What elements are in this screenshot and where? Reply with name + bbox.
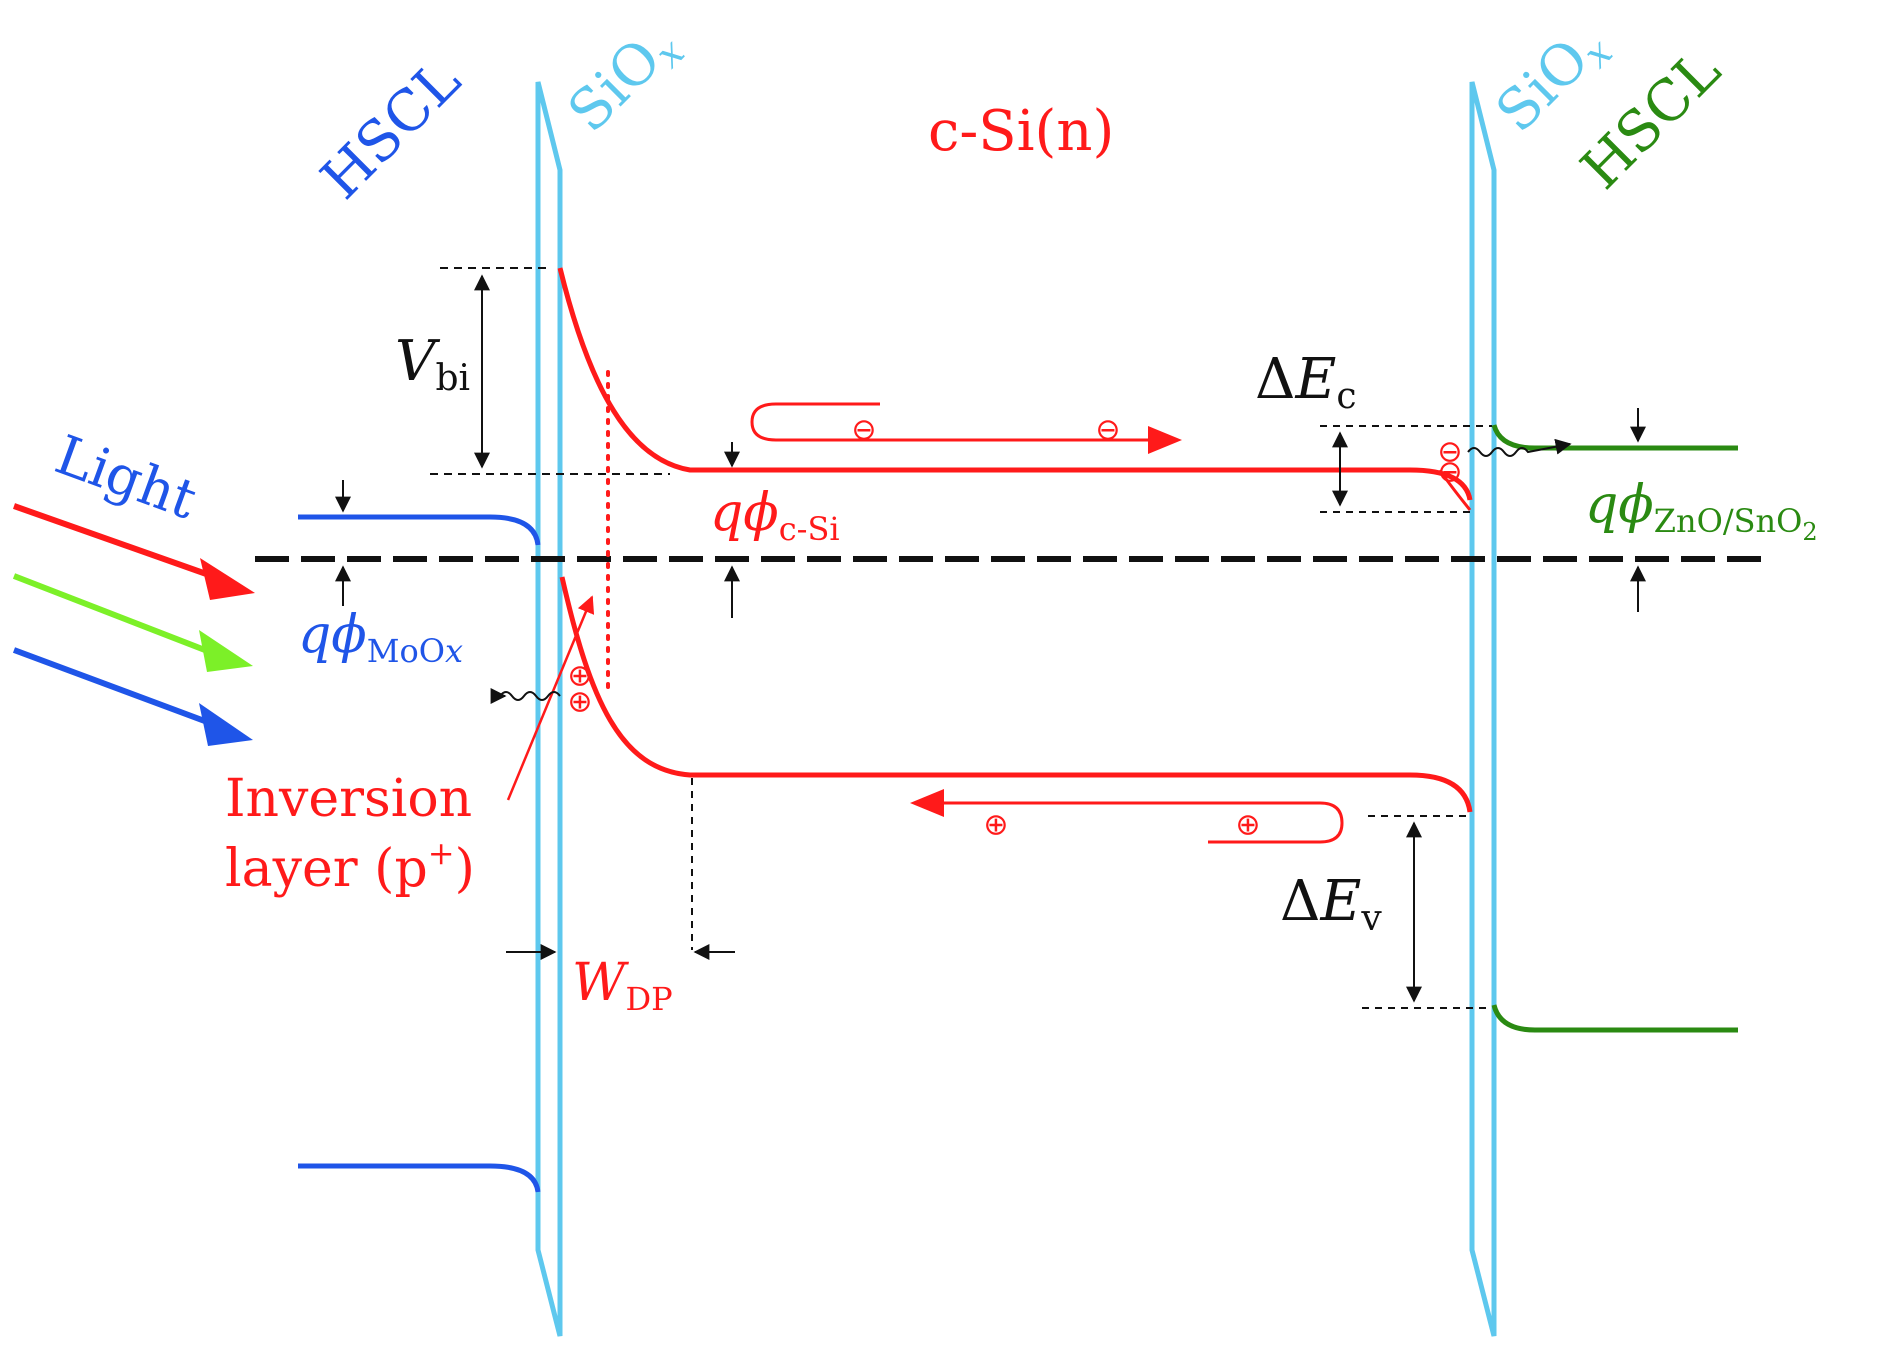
hscl-right-valence-band — [1491, 1004, 1738, 1033]
electron-symbol-2: ⊖ — [1095, 413, 1120, 448]
hscl-left-conduction-band — [298, 514, 541, 546]
vbi-label: Vbi — [395, 329, 470, 399]
delta-ec-dimension — [1320, 425, 1492, 513]
siox-right-barrier — [1469, 81, 1497, 1337]
wdp-label: WDP — [572, 953, 673, 1018]
wdp-dimension — [506, 778, 735, 960]
electron-symbol-4: ⊖ — [1437, 455, 1462, 490]
light-arrow-red — [13, 503, 255, 600]
electron-symbol-3: ⊖ — [1437, 435, 1462, 470]
hole-tunneling-squiggle — [490, 688, 561, 704]
siox-left-barrier — [535, 81, 563, 1337]
light-arrow-blue — [12, 647, 253, 746]
inversion-layer-pointer — [506, 595, 595, 801]
qphi-zno-label: qϕZnO/SnO2 — [1585, 475, 1818, 546]
qphi-moox-label: qϕMoOx — [298, 605, 463, 670]
inversion-label-line1: Inversion — [225, 769, 472, 829]
csi-conduction-band — [557, 267, 1473, 501]
light-label: Light — [48, 423, 205, 532]
hscl-left-valence-band — [298, 1163, 541, 1193]
carrier-symbols: ⊖ ⊖ ⊖ ⊖ ⊕ ⊕ ⊕ ⊕ — [567, 413, 1462, 843]
hole-symbol-4: ⊕ — [1235, 808, 1260, 843]
qphi-csi-label: qϕc-Si — [710, 483, 840, 548]
hole-symbol-3: ⊕ — [983, 808, 1008, 843]
csi-region-label: c-Si(n) — [928, 99, 1114, 164]
hscl-left-label: HSCL — [309, 48, 473, 212]
electron-tunneling-squiggle — [1467, 438, 1572, 457]
delta-ec-label: ΔEc — [1255, 347, 1357, 417]
hole-symbol-1: ⊕ — [567, 659, 592, 694]
hole-symbol-2: ⊕ — [567, 685, 592, 720]
inversion-label-line2: layer (p+) — [225, 834, 475, 899]
electron-path — [750, 402, 1182, 454]
hscl-right-conduction-band — [1491, 424, 1738, 451]
electron-symbol-1: ⊖ — [851, 413, 876, 448]
delta-ev-dimension — [1362, 815, 1492, 1009]
vbi-dimension — [430, 267, 670, 475]
csi-valence-band — [559, 576, 1473, 813]
hole-path — [910, 789, 1344, 844]
light-arrow-green — [12, 573, 253, 672]
delta-ev-label: ΔEv — [1280, 869, 1382, 939]
csi-conduction-band-spike — [1438, 469, 1472, 511]
siox-left-label: SiOx — [556, 12, 693, 149]
